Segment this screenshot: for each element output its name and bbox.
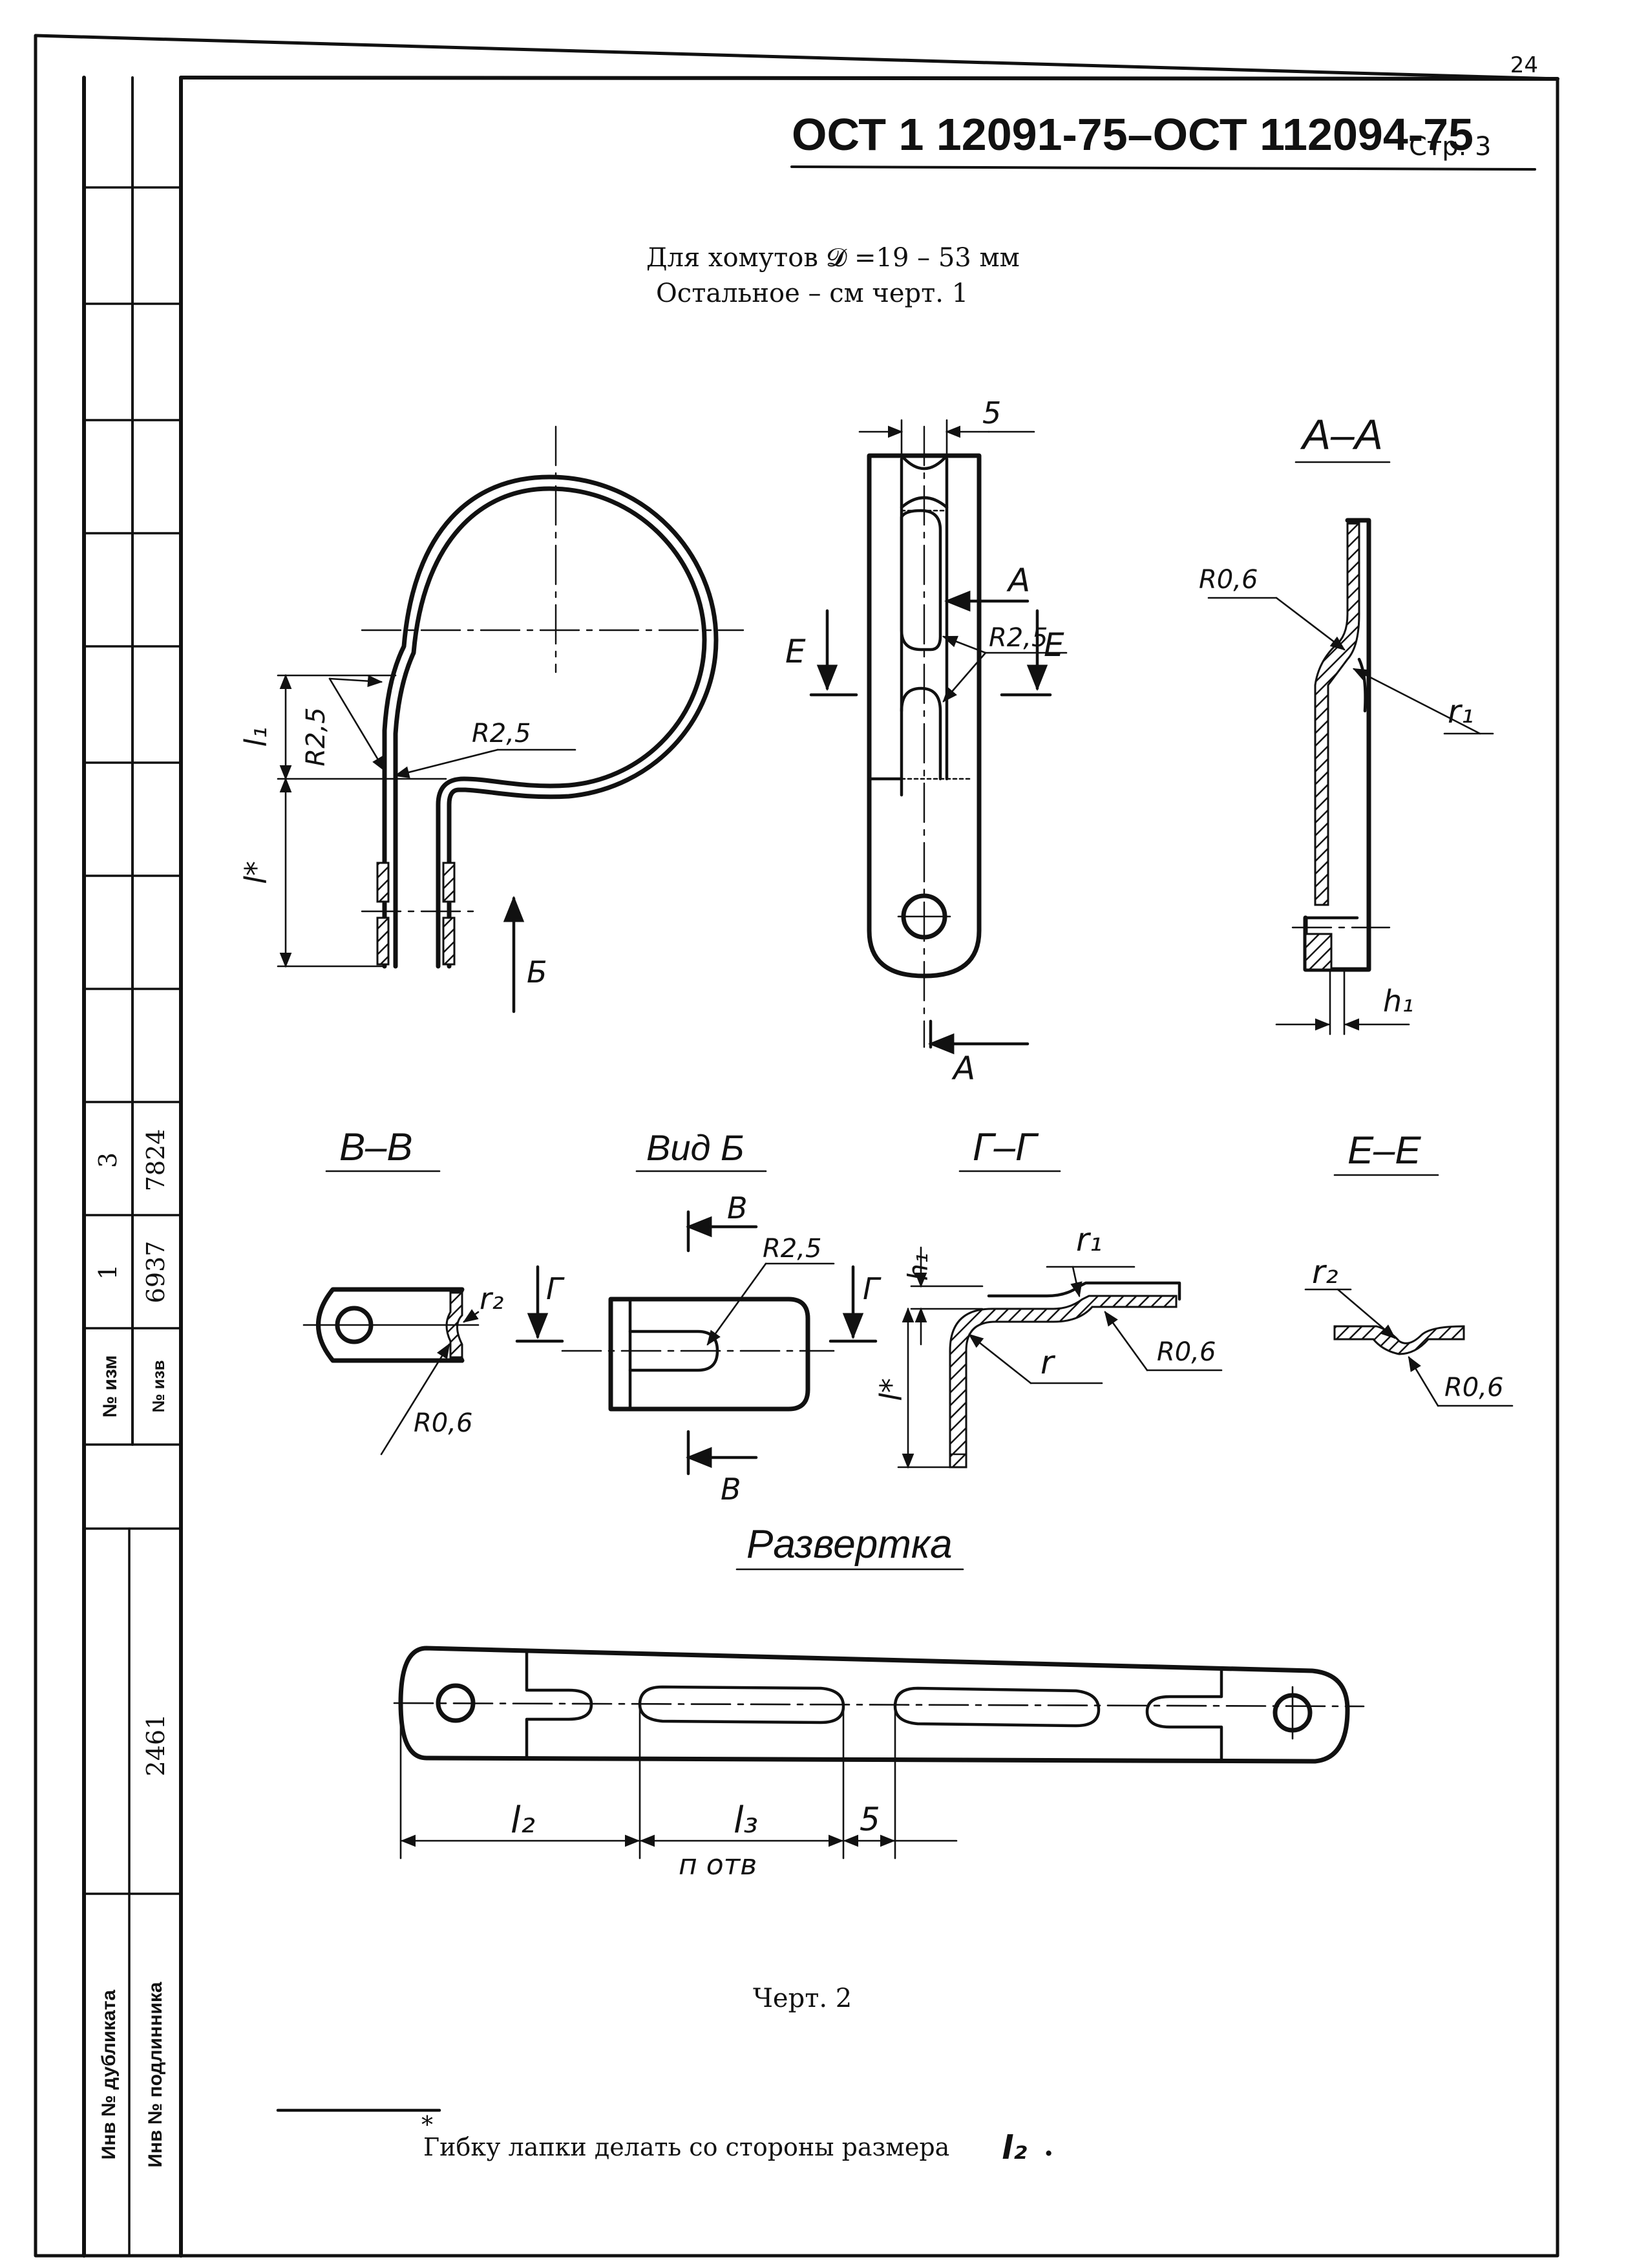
stamp-label-inv-orig: Инв № подлинника	[145, 1982, 166, 2168]
dim-r06-c: R0,6	[1157, 1337, 1216, 1367]
dim-r06-a: R0,6	[1199, 565, 1258, 595]
dim-r25-b: R2,5	[472, 719, 531, 748]
stamp-inv-dup-value: 2461	[142, 1714, 170, 1777]
title-view-gg: Г–Г	[973, 1125, 1039, 1169]
dim-l3: l₃	[734, 1799, 758, 1841]
mark-g-right: Г	[863, 1271, 882, 1306]
section-vv	[302, 1287, 480, 1456]
strip-side-view	[809, 419, 1068, 1055]
dim-r2-a: r₂	[480, 1281, 503, 1316]
note-line-1: Для хомутов 𝓓 =19 – 53 мм	[646, 243, 1020, 273]
footnote-mark: *	[421, 2112, 433, 2139]
mark-b-arrow: Б	[527, 955, 547, 990]
dim-h1-a: h₁	[1383, 984, 1414, 1019]
footnote-ref: l₂	[1002, 2129, 1027, 2167]
clamp-front-view	[277, 425, 745, 1013]
footnote-text: Гибку лапки делать со стороны размера	[423, 2133, 949, 2161]
dim-h1-b: h₁	[902, 1253, 934, 1280]
dim-r06-b: R0,6	[414, 1408, 472, 1438]
section-gg	[897, 1246, 1223, 1469]
dim-r1-a: r₁	[1448, 693, 1474, 730]
title-view-vv: В–В	[339, 1125, 412, 1169]
dim-l2: l₂	[511, 1799, 535, 1841]
title-view-ee: Е–Е	[1347, 1129, 1421, 1172]
dim-r2-b: r₂	[1312, 1253, 1338, 1291]
mark-e-right: Е	[1044, 626, 1064, 664]
mark-g-left: Г	[546, 1271, 565, 1306]
title-razvertka: Развертка	[746, 1522, 953, 1567]
dim-5-top: 5	[982, 396, 1001, 430]
dim-l1: l₁	[238, 726, 273, 747]
dim-r25-c: R2,5	[989, 623, 1048, 653]
mark-a-top: А	[1006, 562, 1030, 599]
standard-title: ОСТ 1 12091-75–ОСТ 112094-75	[792, 109, 1474, 160]
dim-lstar: l*	[238, 861, 273, 884]
dim-r25-d: R2,5	[763, 1234, 821, 1264]
mark-a-bottom: А	[951, 1050, 975, 1087]
dim-lstar-2: l*	[874, 1378, 909, 1401]
title-view-b: Вид Б	[646, 1127, 744, 1168]
footnote-tail: .	[1044, 2130, 1053, 2163]
dim-5-bottom: 5	[860, 1801, 880, 1838]
stamp-label-inv-dup: Инв № дубликата	[98, 1989, 120, 2159]
section-ee	[1304, 1288, 1514, 1407]
stamp-col2-mid: 6937	[142, 1241, 170, 1304]
drawing-caption: Черт. 2	[753, 1984, 852, 2013]
section-aa	[1207, 518, 1494, 1035]
sheet-frame	[34, 34, 1559, 2258]
page-number: 24	[1510, 52, 1538, 78]
page-label: Стр. 3	[1409, 132, 1492, 162]
dim-r: r	[1041, 1344, 1056, 1381]
view-b	[515, 1210, 878, 1476]
dim-r25-a: R2,5	[301, 707, 331, 766]
side-stamp: 3 7824 1 6937 № изм № изв 2461 Инв № дуб…	[83, 186, 182, 2257]
stamp-col2-top: 7824	[142, 1129, 170, 1192]
mark-e-left: Е	[785, 633, 806, 670]
dim-potv: п отв	[679, 1849, 757, 1881]
stamp-label-izm: № изм	[100, 1355, 121, 1418]
title-view-aa: А–А	[1300, 410, 1383, 458]
stamp-col1-top: 3	[94, 1152, 122, 1168]
note-line-2: Остальное – см черт. 1	[656, 279, 968, 308]
mark-v-bottom: В	[721, 1472, 741, 1507]
dim-r1-b: r₁	[1076, 1221, 1103, 1258]
dim-r06-d: R0,6	[1444, 1373, 1503, 1403]
stamp-label-izv: № изв	[149, 1360, 168, 1412]
development-view	[393, 1646, 1365, 1860]
stamp-col1-mid: 1	[94, 1264, 122, 1280]
mark-v-top: В	[727, 1191, 748, 1225]
